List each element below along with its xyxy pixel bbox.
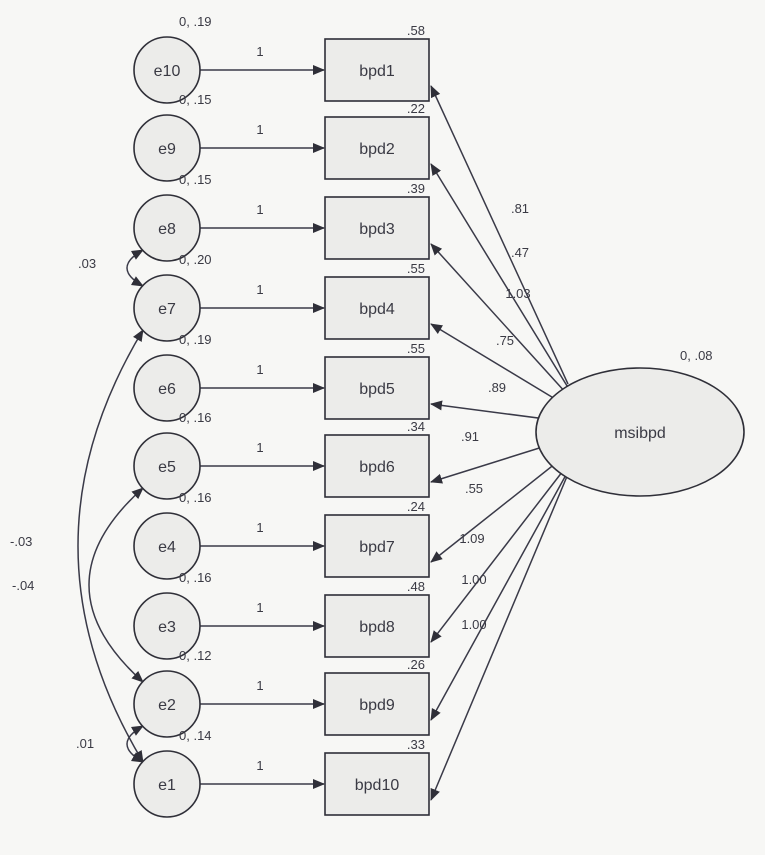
loading-path-bpd10 [430, 473, 569, 801]
loading-bpd8: 1.09 [459, 531, 484, 546]
error-node-e9 [133, 114, 201, 182]
loading-path-bpd8 [430, 453, 577, 643]
indicator-label-bpd2: bpd2 [359, 141, 395, 158]
indicator-label-bpd6: bpd6 [359, 459, 395, 476]
error-variance-e5: 0, .16 [179, 410, 212, 425]
loading-bpd10: 1.00 [461, 617, 486, 632]
error-node-e1 [133, 750, 201, 818]
indicator-bpd1 [324, 38, 430, 102]
loading-bpd7: .55 [465, 481, 483, 496]
loading-bpd1: .81 [511, 201, 529, 216]
path-weight-e5: 1 [256, 440, 263, 455]
indicator-label-bpd8: bpd8 [359, 619, 395, 636]
loading-path-bpd3 [430, 243, 577, 405]
loading-path-bpd1 [430, 85, 569, 385]
covariance-e7-e1 [77, 329, 144, 763]
error-variance-e10: 0, .19 [179, 14, 212, 29]
r-squared-bpd3: .39 [407, 181, 425, 196]
loading-path-bpd9 [430, 463, 573, 721]
indicator-bpd5 [324, 356, 430, 420]
error-node-e5 [133, 432, 201, 500]
error-label-e3: e3 [158, 619, 176, 636]
indicator-bpd7 [324, 514, 430, 578]
error-variance-e2: 0, .12 [179, 648, 212, 663]
path-weight-e8: 1 [256, 202, 263, 217]
error-node-e8 [133, 194, 201, 262]
indicator-bpd2 [324, 116, 430, 180]
r-squared-bpd6: .34 [407, 419, 425, 434]
error-variance-e3: 0, .16 [179, 570, 212, 585]
indicator-label-bpd7: bpd7 [359, 539, 395, 556]
r-squared-bpd4: .55 [407, 261, 425, 276]
indicator-bpd6 [324, 434, 430, 498]
indicator-label-bpd5: bpd5 [359, 381, 395, 398]
covariance-e8-e7 [126, 249, 144, 287]
indicator-bpd3 [324, 196, 430, 260]
error-node-e3 [133, 592, 201, 660]
path-weight-e1: 1 [256, 758, 263, 773]
error-label-e2: e2 [158, 697, 176, 714]
r-squared-bpd8: .48 [407, 579, 425, 594]
indicator-bpd8 [324, 594, 430, 658]
error-node-e10 [133, 36, 201, 104]
error-node-e7 [133, 274, 201, 342]
path-weight-e3: 1 [256, 600, 263, 615]
loading-bpd9: 1.00 [461, 572, 486, 587]
loading-path-bpd2 [430, 163, 573, 395]
path-weight-e6: 1 [256, 362, 263, 377]
loading-bpd5: .89 [488, 380, 506, 395]
error-label-e5: e5 [158, 459, 176, 476]
r-squared-bpd5: .55 [407, 341, 425, 356]
loading-bpd6: .91 [461, 429, 479, 444]
error-label-e7: e7 [158, 301, 176, 318]
latent-node-msibpd [535, 367, 745, 497]
error-label-e1: e1 [158, 777, 176, 794]
error-variance-e4: 0, .16 [179, 490, 212, 505]
covariance-label-e8-e7: .03 [78, 256, 96, 271]
loading-bpd4: .75 [496, 333, 514, 348]
error-variance-e7: 0, .20 [179, 252, 212, 267]
indicator-bpd9 [324, 672, 430, 736]
error-node-e4 [133, 512, 201, 580]
latent-variance: 0, .08 [680, 348, 713, 363]
error-variance-e6: 0, .19 [179, 332, 212, 347]
indicator-bpd10 [324, 752, 430, 816]
indicator-label-bpd1: bpd1 [359, 63, 395, 80]
error-label-e8: e8 [158, 221, 176, 238]
path-weight-e2: 1 [256, 678, 263, 693]
error-label-e6: e6 [158, 381, 176, 398]
indicator-label-bpd10: bpd10 [355, 777, 400, 794]
error-node-e2 [133, 670, 201, 738]
covariance-label-e7-e1: -.03 [10, 534, 32, 549]
r-squared-bpd2: .22 [407, 101, 425, 116]
covariance-label-e2-e1: .01 [76, 736, 94, 751]
indicator-label-bpd4: bpd4 [359, 301, 395, 318]
indicator-label-bpd3: bpd3 [359, 221, 395, 238]
error-node-e6 [133, 354, 201, 422]
error-label-e10: e10 [154, 63, 181, 80]
r-squared-bpd1: .58 [407, 23, 425, 38]
path-weight-e4: 1 [256, 520, 263, 535]
covariance-e5-e2 [88, 487, 144, 683]
path-weight-e7: 1 [256, 282, 263, 297]
error-variance-e8: 0, .15 [179, 172, 212, 187]
r-squared-bpd7: .24 [407, 499, 425, 514]
loading-bpd2: .47 [511, 245, 529, 260]
latent-label: msibpd [614, 425, 666, 442]
r-squared-bpd10: .33 [407, 737, 425, 752]
error-label-e4: e4 [158, 539, 176, 556]
r-squared-bpd9: .26 [407, 657, 425, 672]
error-label-e9: e9 [158, 141, 176, 158]
indicator-label-bpd9: bpd9 [359, 697, 395, 714]
path-weight-e10: 1 [256, 44, 263, 59]
loading-bpd3: 1.03 [505, 286, 530, 301]
covariance-label-e5-e2: -.04 [12, 578, 34, 593]
error-variance-e9: 0, .15 [179, 92, 212, 107]
indicator-bpd4 [324, 276, 430, 340]
path-weight-e9: 1 [256, 122, 263, 137]
error-variance-e1: 0, .14 [179, 728, 212, 743]
